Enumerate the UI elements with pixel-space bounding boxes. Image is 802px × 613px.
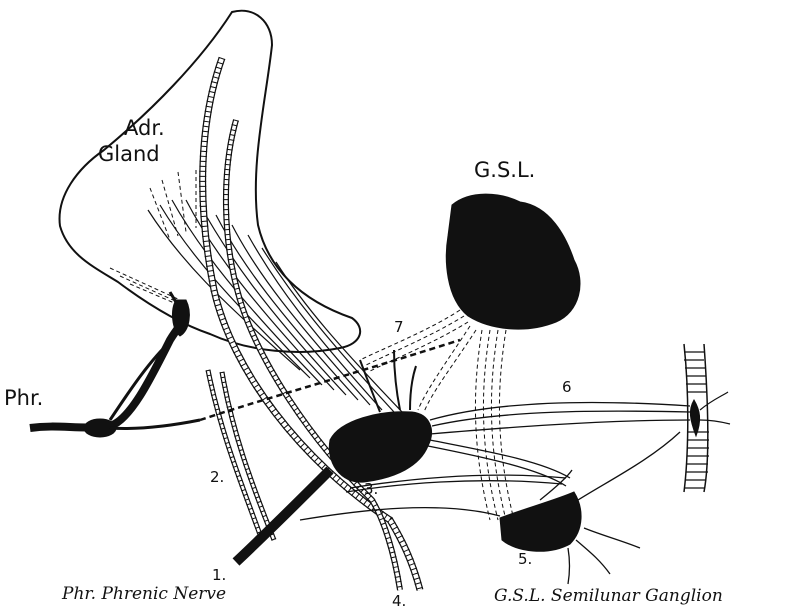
ganglion-3 xyxy=(329,412,431,482)
adrenal-gland-outline xyxy=(60,11,361,352)
ganglion-5 xyxy=(500,492,581,551)
label-gsl: G.S.L. xyxy=(474,158,535,182)
label-gland: Gland xyxy=(98,142,160,166)
phrenic-nerve xyxy=(30,292,200,437)
label-nerve-4: 4. xyxy=(392,592,406,610)
label-nerve-1: 1. xyxy=(212,566,226,584)
nerve-4 xyxy=(203,58,420,590)
chain-branches xyxy=(700,392,730,424)
label-nerve-7: 7 xyxy=(394,318,404,336)
label-nerve-6: 6 xyxy=(562,378,572,396)
label-nerve-2: 2. xyxy=(210,468,224,486)
chain-ganglion xyxy=(690,400,699,436)
legend-gsl: G.S.L. Semilunar Ganglion xyxy=(494,586,723,606)
label-ganglion-5: 5. xyxy=(518,550,532,568)
label-phr: Phr. xyxy=(4,386,43,410)
semilunar-ganglion xyxy=(446,194,580,329)
label-adr: Adr. xyxy=(124,116,165,140)
legend-phrenic: Phr. Phrenic Nerve xyxy=(62,584,226,604)
label-ganglion-3: 3. xyxy=(364,480,378,498)
